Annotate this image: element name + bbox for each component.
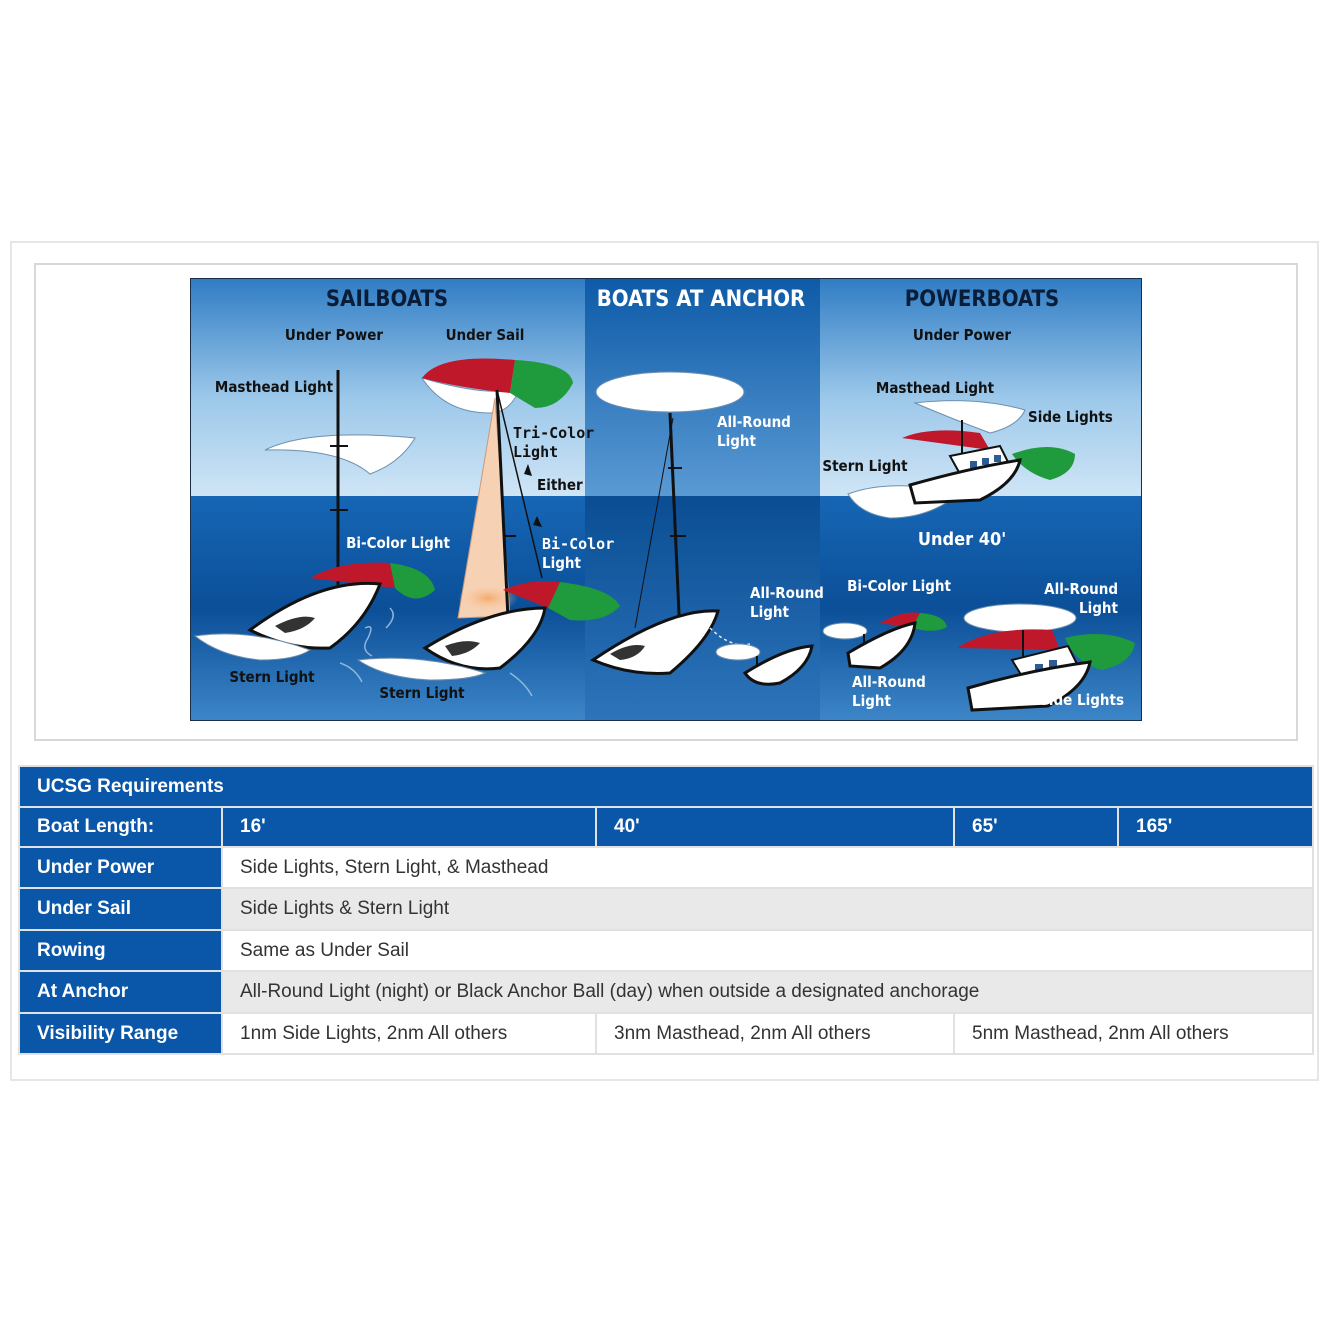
- row-value-under-power: Side Lights, Stern Light, & Masthead: [221, 846, 1314, 889]
- all-round-light-anchor-dinghy: [715, 643, 761, 661]
- label-pb-stern: Stern Light: [822, 457, 908, 475]
- stern-light-a: [193, 633, 312, 661]
- label-bi-color-b2: Light: [542, 554, 581, 572]
- row-value-rowing: Same as Under Sail: [221, 929, 1314, 972]
- label-pb-allround-b2: Light: [1079, 599, 1118, 617]
- powerboat-hull-small: [846, 621, 917, 670]
- label-anchor-allround-2b: Light: [750, 603, 789, 621]
- row-label-under-sail: Under Sail: [18, 887, 223, 931]
- powerboat-hull-a: [908, 458, 1022, 505]
- visibility-16: 1nm Side Lights, 2nm All others: [221, 1012, 597, 1055]
- length-16: 16': [221, 806, 597, 848]
- bi-color-light-red-a: [310, 562, 395, 588]
- length-65: 65': [953, 806, 1119, 848]
- label-anchor-allround-1a: All-Round: [717, 413, 791, 431]
- length-165: 165': [1117, 806, 1314, 848]
- section-title-anchor: BOATS AT ANCHOR: [597, 287, 806, 312]
- bi-color-light-red-b: [503, 581, 560, 608]
- row-label-rowing: Rowing: [18, 929, 223, 972]
- pb-masthead-red: [902, 430, 990, 450]
- label-bi-color-a: Bi-Color Light: [346, 534, 450, 552]
- table-row: Visibility Range 1nm Side Lights, 2nm Al…: [18, 1012, 1314, 1055]
- anchored-boat-mast: [668, 412, 682, 637]
- label-bi-color-b1: Bi-Color: [542, 535, 614, 553]
- bi-color-light-green-a: [390, 563, 435, 599]
- label-sail-masthead: Masthead Light: [215, 378, 334, 396]
- label-pb-side-lights: Side Lights: [1028, 408, 1113, 426]
- label-pb-under-40: Under 40': [918, 529, 1006, 550]
- pb-large-all-round-light: [963, 603, 1077, 633]
- label-tri-color-1: Tri-Color: [513, 424, 594, 442]
- table-row: Under Sail Side Lights & Stern Light: [18, 887, 1314, 931]
- label-pb-bicolor: Bi-Color Light: [847, 577, 951, 595]
- label-either: Either: [537, 476, 583, 494]
- sailboat-sea: [190, 496, 585, 721]
- table-row: Rowing Same as Under Sail: [18, 929, 1314, 972]
- all-round-light-anchor-top: [595, 371, 745, 413]
- label-sail-under-power: Under Power: [285, 326, 384, 344]
- visibility-40: 3nm Masthead, 2nm All others: [595, 1012, 955, 1055]
- table-row: At Anchor All-Round Light (night) or Bla…: [18, 970, 1314, 1014]
- table-row: Under Power Side Lights, Stern Light, & …: [18, 846, 1314, 889]
- label-stern-b: Stern Light: [379, 684, 465, 702]
- label-tri-color-2: Light: [513, 443, 558, 461]
- label-pb-allround-b1: All-Round: [1044, 580, 1118, 598]
- pb-small-all-round-light: [822, 622, 868, 640]
- row-label-under-power: Under Power: [18, 846, 223, 889]
- mast-under-sail: [495, 389, 510, 619]
- pb-large-red: [957, 629, 1060, 650]
- pb-large-green: [1065, 634, 1135, 670]
- label-stern-a: Stern Light: [229, 668, 315, 686]
- row-value-at-anchor: All-Round Light (night) or Black Anchor …: [221, 970, 1314, 1014]
- row-label-visibility: Visibility Range: [18, 1012, 223, 1055]
- stern-light-b: [356, 657, 487, 681]
- requirements-table: UCSG Requirements Boat Length: 16' 40' 6…: [18, 765, 1314, 1055]
- label-pb-under-power: Under Power: [913, 326, 1012, 344]
- powerboat-hull-large: [966, 660, 1092, 712]
- visibility-65: 5nm Masthead, 2nm All others: [953, 1012, 1314, 1055]
- pb-side-light-green: [1012, 447, 1075, 480]
- label-sail-under-sail: Under Sail: [446, 326, 525, 344]
- boat-length-label: Boat Length:: [18, 806, 223, 848]
- dinghy-hull: [742, 644, 814, 686]
- tri-color-light-red: [422, 358, 515, 393]
- navigation-lights-diagram: SAILBOATS BOATS AT ANCHOR POWERBOATS Und…: [190, 278, 1142, 721]
- label-pb-allround-a1: All-Round: [852, 673, 926, 691]
- table-title: UCSG Requirements: [18, 765, 1314, 808]
- label-pb-allround-a2: Light: [852, 692, 891, 710]
- tri-color-light-green: [510, 360, 573, 408]
- bi-color-light-green-b: [548, 582, 620, 621]
- length-40: 40': [595, 806, 955, 848]
- masthead-light-arc: [264, 434, 416, 475]
- label-anchor-allround-1b: Light: [717, 432, 756, 450]
- section-title-sailboats: SAILBOATS: [326, 287, 448, 312]
- pb-small-bicolor-green: [912, 613, 947, 631]
- section-title-powerboats: POWERBOATS: [905, 287, 1060, 312]
- label-anchor-allround-2a: All-Round: [750, 584, 824, 602]
- label-pb-side-lights-2: Side Lights: [1039, 691, 1124, 709]
- row-value-under-sail: Side Lights & Stern Light: [221, 887, 1314, 931]
- row-label-at-anchor: At Anchor: [18, 970, 223, 1014]
- label-pb-masthead: Masthead Light: [876, 379, 995, 397]
- pb-masthead-light-arc: [913, 400, 1026, 434]
